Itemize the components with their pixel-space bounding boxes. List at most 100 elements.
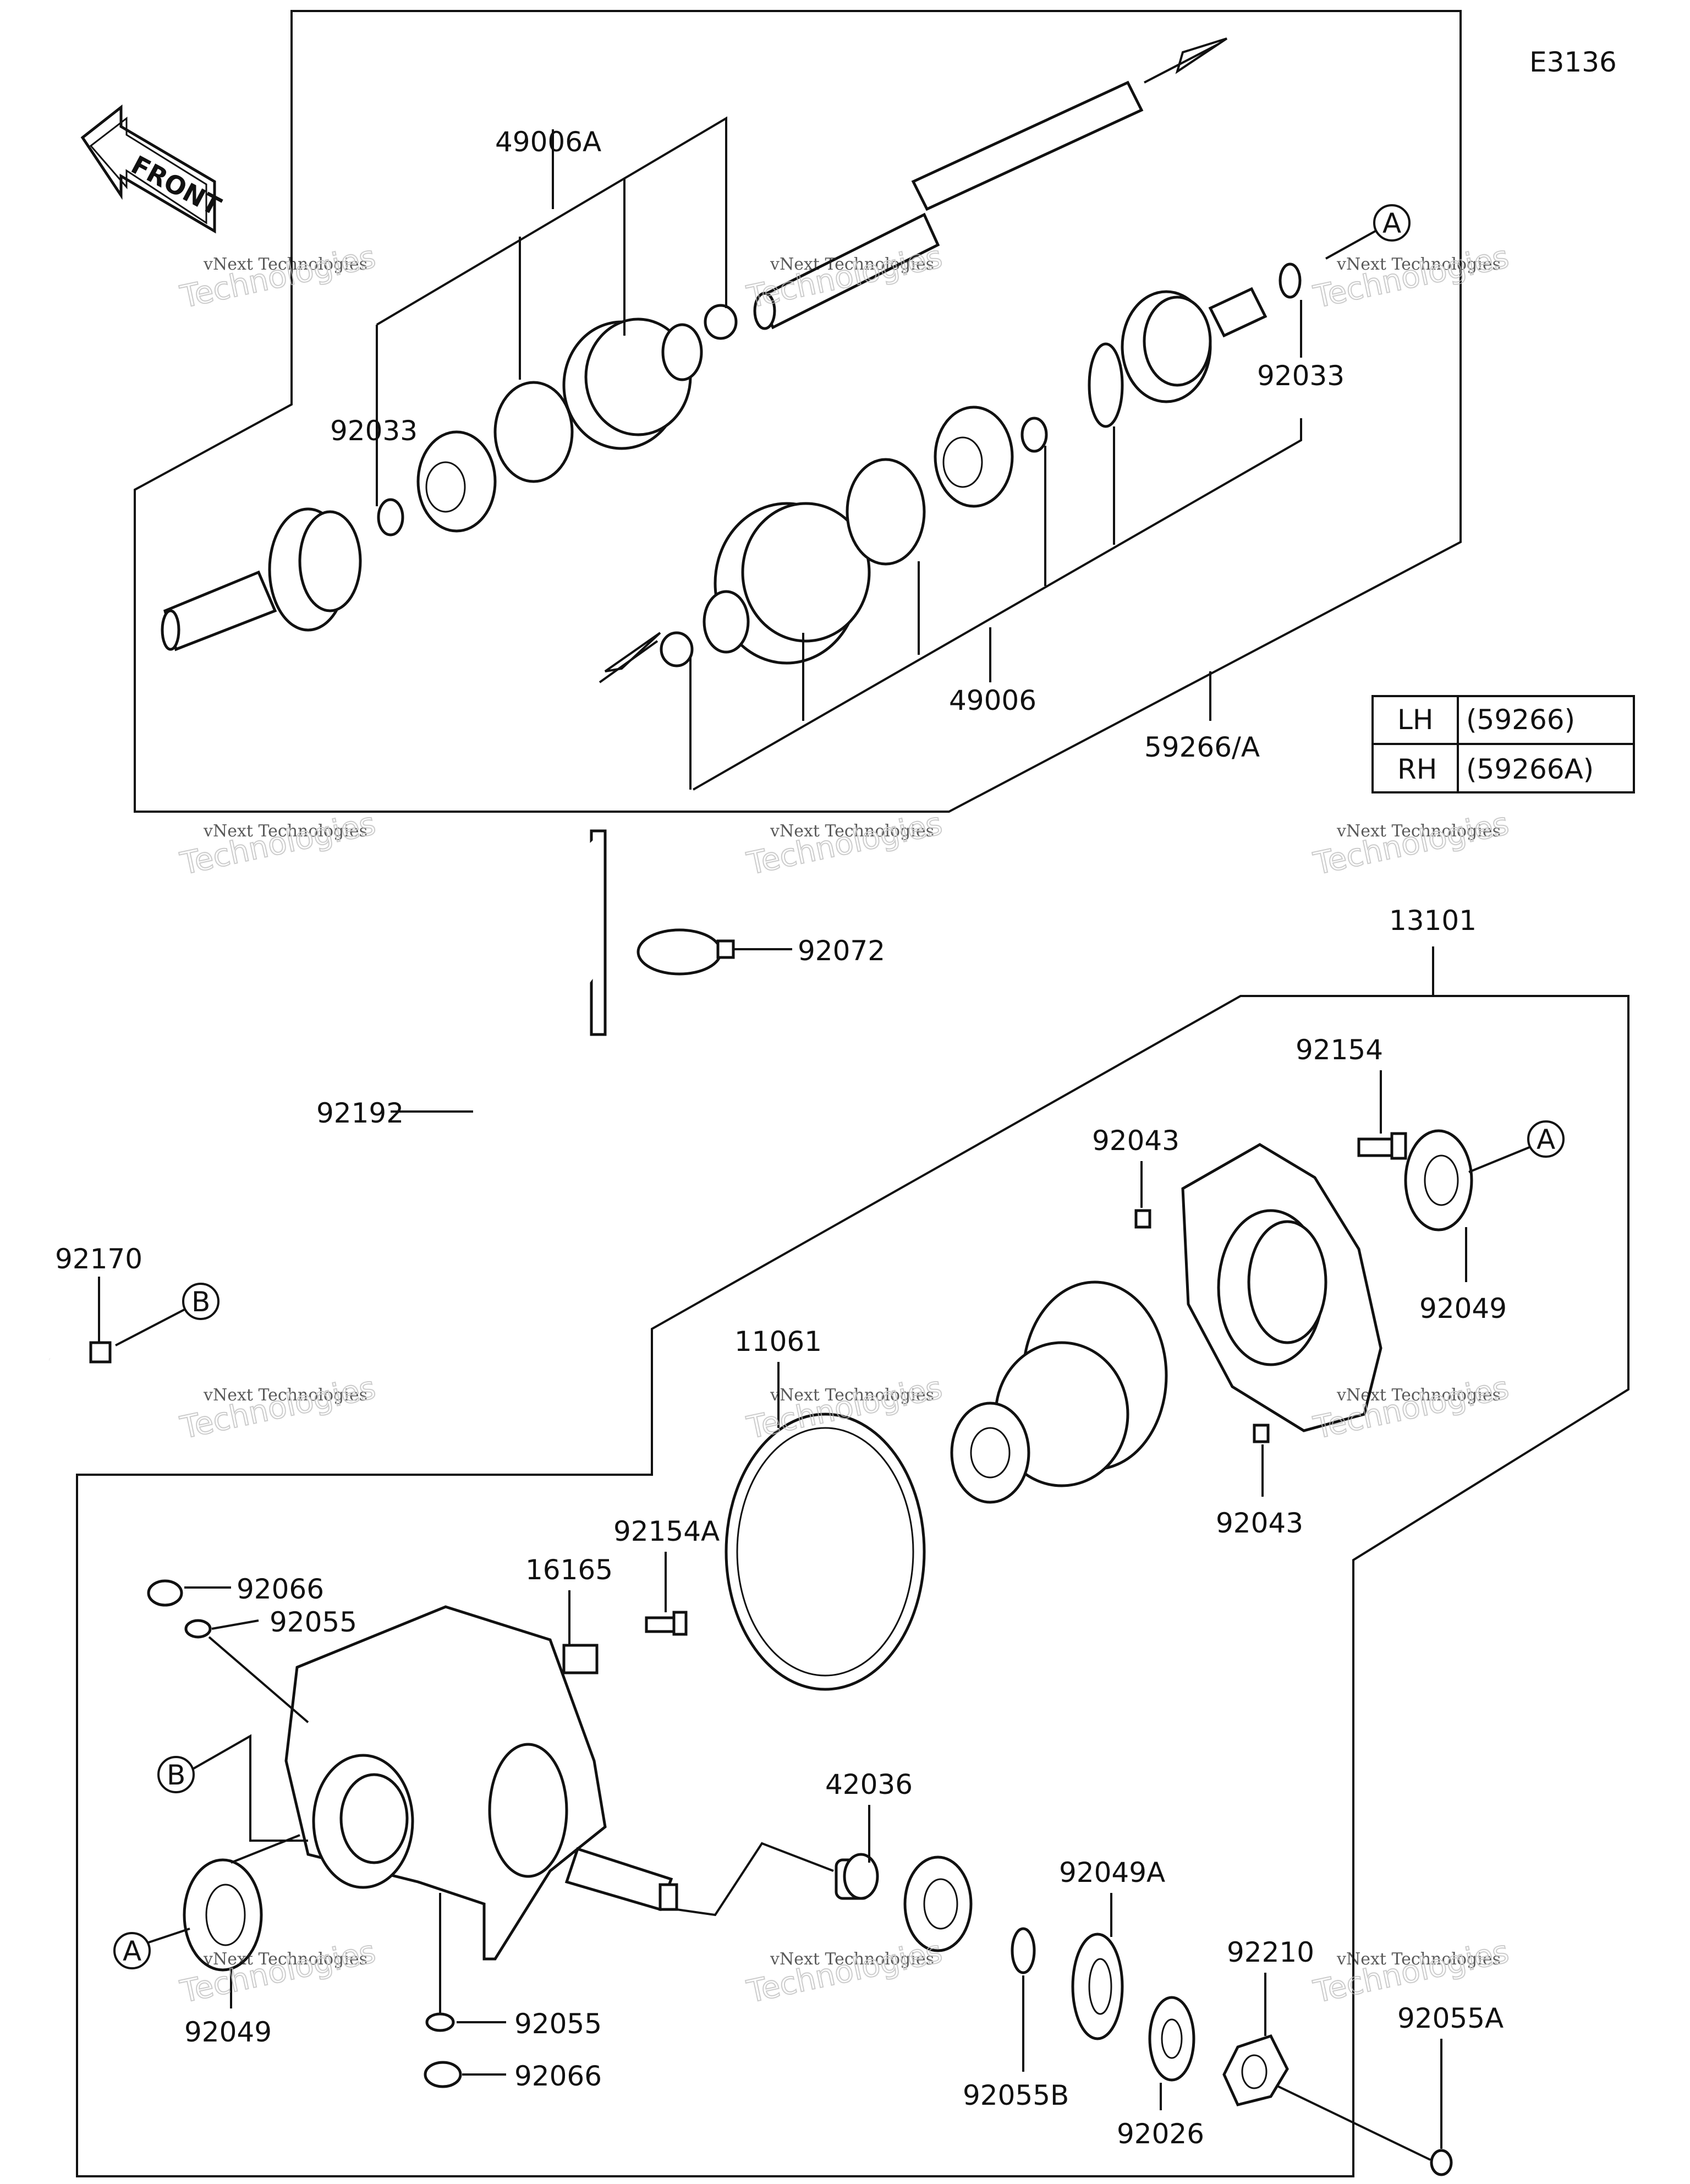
o-ring-92055-top bbox=[184, 1619, 212, 1639]
hose-clamp-92072 bbox=[637, 928, 735, 976]
part-label-92049A: 92049A bbox=[1059, 1857, 1165, 1889]
svg-text:Technologies: Technologies bbox=[744, 239, 945, 315]
o-ring-92055A bbox=[1430, 2149, 1453, 2176]
svg-text:vNext Technologies: vNext Technologies bbox=[1336, 255, 1501, 274]
diagram-code: E3136 bbox=[1529, 46, 1617, 78]
circlip-left bbox=[377, 498, 404, 537]
legend-code-rh: (59266A) bbox=[1466, 753, 1594, 785]
svg-text:vNext Technologies: vNext Technologies bbox=[203, 1950, 367, 1969]
tag-16165 bbox=[562, 1644, 599, 1674]
final-gear-case-housing bbox=[284, 1605, 678, 1961]
part-label-92066-top: 92066 bbox=[237, 1573, 324, 1605]
oil-seal-92049-right bbox=[1404, 1129, 1473, 1231]
boot-49006 bbox=[599, 502, 871, 683]
inner-cv-joint-right bbox=[1121, 287, 1268, 403]
legend-side-rh: RH bbox=[1397, 753, 1437, 785]
gasket-11061 bbox=[725, 1413, 926, 1691]
pinion-bearing-42036 bbox=[835, 1853, 879, 1900]
pinion-bearing-outer bbox=[903, 1855, 973, 1952]
svg-text:vNext Technologies: vNext Technologies bbox=[770, 1386, 934, 1405]
callout-a-left: A bbox=[113, 1928, 190, 1969]
final-gear-case-frame bbox=[76, 995, 1629, 2177]
boot-band-lower bbox=[846, 458, 926, 566]
front-arrow-icon: FRONT bbox=[80, 104, 226, 234]
hose-clip-92170 bbox=[89, 1341, 112, 1364]
svg-text:A: A bbox=[123, 1935, 141, 1967]
side-legend-table: LH (59266) RH (59266A) bbox=[1371, 695, 1635, 793]
callout-a-right: A bbox=[1468, 1120, 1565, 1173]
o-ring-92055-bottom bbox=[425, 2012, 455, 2032]
plug-92066-top bbox=[147, 1579, 183, 1607]
part-label-92192: 92192 bbox=[316, 1097, 404, 1129]
drive-shaft bbox=[753, 37, 1228, 330]
oil-seal-92049-left bbox=[183, 1858, 263, 1972]
dowel-pin-92043-bottom bbox=[1253, 1424, 1270, 1443]
boot-49006A bbox=[562, 304, 738, 450]
outer-cv-joint-left bbox=[161, 507, 362, 652]
part-label-92043-bottom: 92043 bbox=[1216, 1507, 1303, 1539]
bolt-92154 bbox=[1357, 1132, 1407, 1160]
boot-band-upper bbox=[493, 381, 574, 483]
legend-side-lh: LH bbox=[1397, 704, 1433, 736]
part-label-92055A: 92055A bbox=[1397, 2002, 1504, 2034]
differential-ring-gear bbox=[950, 1280, 1168, 1504]
part-label-11061: 11061 bbox=[734, 1326, 822, 1358]
dowel-pin-92043-top bbox=[1134, 1209, 1151, 1229]
callout-a-top: A bbox=[1325, 204, 1411, 260]
svg-text:vNext Technologies: vNext Technologies bbox=[770, 255, 934, 274]
part-label-92055B: 92055B bbox=[963, 2079, 1069, 2111]
svg-text:A: A bbox=[1537, 1124, 1555, 1156]
svg-text:vNext Technologies: vNext Technologies bbox=[1336, 1950, 1501, 1969]
svg-text:vNext Technologies: vNext Technologies bbox=[770, 822, 934, 841]
part-label-92043-top: 92043 bbox=[1092, 1125, 1179, 1157]
svg-text:vNext Technologies: vNext Technologies bbox=[1336, 822, 1501, 841]
svg-text:Technologies: Technologies bbox=[177, 806, 378, 882]
svg-text:vNext Technologies: vNext Technologies bbox=[203, 822, 367, 841]
svg-text:vNext Technologies: vNext Technologies bbox=[203, 1386, 367, 1405]
part-label-16165: 16165 bbox=[525, 1554, 613, 1586]
bolt-92154A bbox=[645, 1611, 688, 1636]
svg-text:B: B bbox=[167, 1759, 185, 1791]
drive-shaft-group-frame bbox=[134, 10, 1462, 813]
part-label-49006: 49006 bbox=[949, 685, 1036, 716]
part-label-92072: 92072 bbox=[798, 935, 885, 967]
bearing-housing-cover bbox=[1181, 1143, 1382, 1432]
part-label-92055-top: 92055 bbox=[270, 1606, 357, 1638]
part-label-42036: 42036 bbox=[825, 1769, 913, 1800]
part-label-49006A: 49006A bbox=[495, 126, 601, 158]
callout-b-pipe: B bbox=[115, 1283, 220, 1346]
part-label-92170: 92170 bbox=[55, 1243, 142, 1275]
svg-text:vNext Technologies: vNext Technologies bbox=[770, 1950, 934, 1969]
callout-b-housing: B bbox=[157, 1734, 308, 1842]
nut-92210 bbox=[1222, 2034, 1289, 2106]
legend-code-lh: (59266) bbox=[1466, 704, 1575, 736]
part-label-92049-right: 92049 bbox=[1419, 1293, 1507, 1324]
o-ring-92055B bbox=[1011, 1927, 1036, 1974]
svg-text:Technologies: Technologies bbox=[744, 806, 945, 882]
circlip-right bbox=[1279, 262, 1302, 299]
ring-large-lower bbox=[1088, 342, 1124, 428]
svg-text:B: B bbox=[191, 1286, 210, 1318]
joint-cage-upper bbox=[416, 430, 497, 533]
svg-text:Technologies: Technologies bbox=[1310, 1934, 1512, 2010]
ring-small-lower bbox=[1020, 417, 1048, 453]
joint-cage-lower bbox=[934, 406, 1014, 508]
breather-hose-92192 bbox=[48, 829, 607, 1428]
collar-92026 bbox=[1148, 1996, 1195, 2082]
svg-text:A: A bbox=[1382, 207, 1401, 239]
part-label-92055-bottom: 92055 bbox=[514, 2008, 602, 2040]
part-label-13101: 13101 bbox=[1389, 905, 1477, 937]
part-label-59266A: 59266/A bbox=[1144, 731, 1260, 763]
part-label-92033-right: 92033 bbox=[1257, 360, 1345, 392]
part-label-92049-left: 92049 bbox=[184, 2016, 272, 2048]
part-label-92210: 92210 bbox=[1227, 1936, 1314, 1968]
part-label-92033-left: 92033 bbox=[330, 415, 418, 447]
part-label-92066-bottom: 92066 bbox=[514, 2060, 602, 2092]
svg-text:Technologies: Technologies bbox=[1310, 806, 1512, 882]
part-label-92026: 92026 bbox=[1117, 2118, 1204, 2150]
part-label-92154A: 92154A bbox=[613, 1515, 720, 1547]
svg-text:vNext Technologies: vNext Technologies bbox=[203, 255, 367, 274]
svg-text:Technologies: Technologies bbox=[744, 1934, 945, 2010]
part-label-92154: 92154 bbox=[1296, 1034, 1383, 1066]
